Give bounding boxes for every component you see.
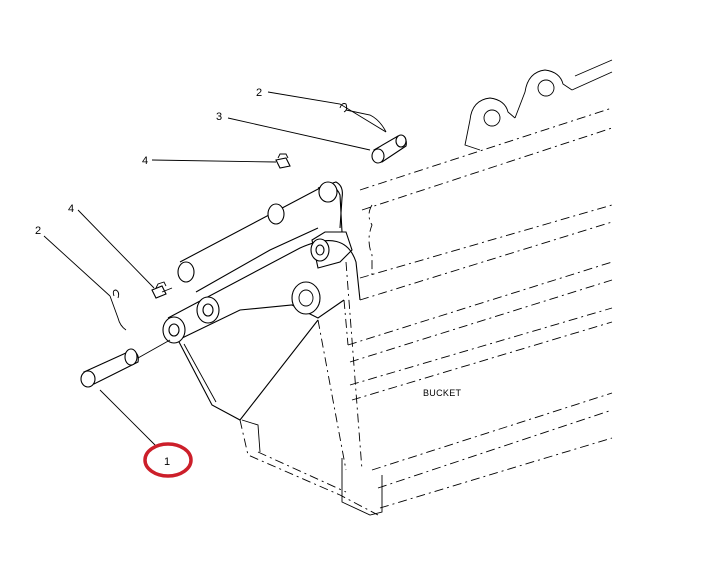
bucket-body xyxy=(239,107,613,516)
bucket-top-lugs xyxy=(464,59,613,151)
leader-lines xyxy=(43,91,387,447)
lock-pin-left xyxy=(109,289,127,331)
callout-labels: 2 2 3 4 4 1 xyxy=(35,87,262,468)
link-bracket xyxy=(162,181,361,421)
callout-2-left: 2 xyxy=(35,225,41,237)
callout-3: 3 xyxy=(216,111,222,123)
grease-fitting-left xyxy=(151,281,173,299)
callout-4-left: 4 xyxy=(68,203,74,215)
highlight-circle xyxy=(143,442,193,478)
pin-part-3 xyxy=(371,134,407,164)
callout-4-top: 4 xyxy=(142,155,148,167)
pin-part-1 xyxy=(80,339,171,388)
grease-fitting-top xyxy=(275,153,291,169)
callout-1: 1 xyxy=(164,456,170,468)
bucket-label: BUCKET xyxy=(423,388,462,398)
callout-2-top: 2 xyxy=(256,87,262,99)
